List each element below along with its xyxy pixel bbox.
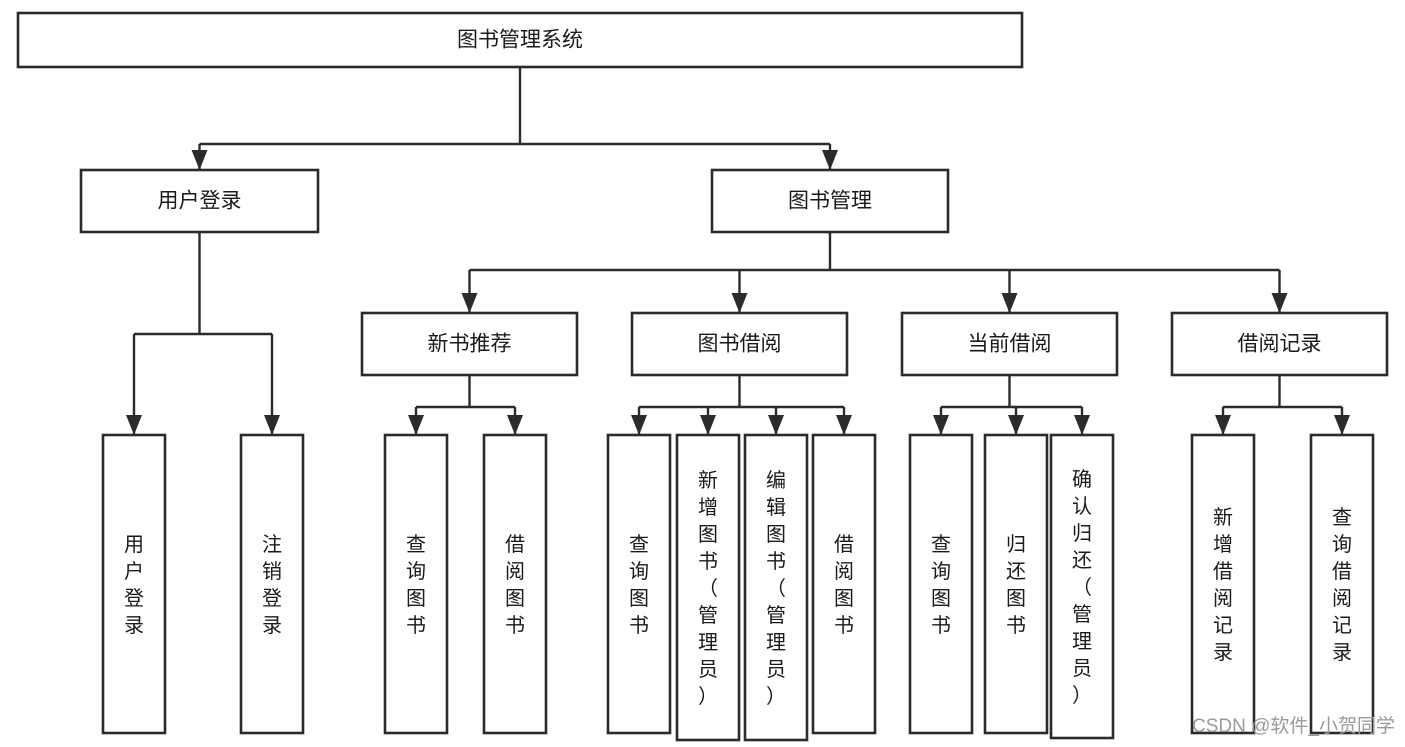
node-current-borrow[interactable]: 当前借阅 (900, 311, 1119, 377)
node-label-root: 图书管理系统 (457, 29, 583, 52)
node-borrow-record[interactable]: 借阅记录 (1170, 311, 1389, 377)
arrow-icon-recommend-0 (408, 415, 424, 435)
node-label-current-borrow: 当前借阅 (968, 333, 1052, 356)
node-box-leaf-borrow-book-recommend (482, 433, 548, 735)
node-box-leaf-user-logout (239, 433, 305, 735)
node-box-user-login (79, 168, 320, 234)
node-leaf-user-logout[interactable]: 注销登录 (239, 433, 305, 735)
node-leaf-query-book-borrow[interactable]: 查询图书 (606, 433, 672, 735)
node-box-leaf-query-book-recommend (383, 433, 449, 735)
node-label-book-management: 图书管理 (788, 190, 872, 213)
node-box-leaf-query-book-current (908, 433, 974, 735)
node-label-new-book-recommend: 新书推荐 (428, 333, 512, 356)
node-box-leaf-query-borrow-record (1309, 433, 1375, 735)
arrow-icon-bookmgmt-0 (461, 293, 478, 313)
node-label-leaf-user-login: 用户登录 (124, 534, 144, 637)
node-box-book-management (710, 168, 950, 234)
node-label-borrow-record: 借阅记录 (1238, 333, 1322, 356)
arrow-icon-record-0 (1215, 415, 1231, 435)
arrow-icon-current-2 (1074, 415, 1090, 435)
arrow-icon-bookmgmt-3 (1271, 293, 1288, 313)
node-box-leaf-query-book-borrow (606, 433, 672, 735)
node-box-leaf-confirm-return-admin (1049, 433, 1115, 740)
node-label-leaf-confirm-return-admin: 确认归还（管理员） (1072, 468, 1092, 707)
node-box-root (16, 11, 1024, 69)
node-label-leaf-edit-book-admin: 编辑图书（管理员） (766, 469, 786, 708)
node-box-leaf-add-book-admin (675, 433, 741, 742)
node-root[interactable]: 图书管理系统 (16, 11, 1024, 69)
node-box-leaf-borrow-book (811, 433, 877, 735)
node-leaf-confirm-return-admin[interactable]: 确认归还（管理员） (1049, 433, 1115, 740)
node-leaf-query-book-recommend[interactable]: 查询图书 (383, 433, 449, 735)
node-leaf-query-borrow-record[interactable]: 查询借阅记录 (1309, 433, 1375, 735)
node-leaf-borrow-book-recommend[interactable]: 借阅图书 (482, 433, 548, 735)
node-leaf-edit-book-admin[interactable]: 编辑图书（管理员） (743, 433, 809, 742)
node-label-book-borrow: 图书借阅 (698, 333, 782, 356)
arrow-icon-borrow-1 (700, 415, 716, 435)
arrow-icon-recommend-1 (507, 415, 523, 435)
arrow-icon-userlogin-0 (126, 415, 142, 435)
node-user-login[interactable]: 用户登录 (79, 168, 320, 234)
node-book-management[interactable]: 图书管理 (710, 168, 950, 234)
node-label-leaf-add-book-admin: 新增图书（管理员） (698, 469, 718, 708)
node-leaf-user-login[interactable]: 用户登录 (101, 433, 167, 735)
arrow-icon-current-0 (933, 415, 949, 435)
node-box-book-borrow (630, 311, 849, 377)
node-new-book-recommend[interactable]: 新书推荐 (360, 311, 579, 377)
node-box-current-borrow (900, 311, 1119, 377)
node-leaf-query-book-current[interactable]: 查询图书 (908, 433, 974, 735)
node-label-leaf-user-logout: 注销登录 (262, 533, 282, 637)
node-label-leaf-query-book-borrow: 查询图书 (629, 533, 649, 637)
node-leaf-add-book-admin[interactable]: 新增图书（管理员） (675, 433, 741, 742)
connector-layer (126, 67, 1350, 435)
arrow-icon-bookmgmt-2 (1001, 293, 1018, 313)
arrow-icon-bookmgmt-1 (731, 293, 748, 313)
node-label-leaf-borrow-book-recommend: 借阅图书 (505, 533, 525, 637)
node-label-leaf-query-book-recommend: 查询图书 (406, 533, 426, 637)
arrow-icon-borrow-3 (836, 415, 852, 435)
node-layer: 图书管理系统用户登录图书管理新书推荐图书借阅当前借阅借阅记录用户登录注销登录查询… (16, 11, 1389, 742)
node-leaf-return-book[interactable]: 归还图书 (983, 433, 1049, 735)
arrow-icon-record-1 (1334, 415, 1350, 435)
node-label-leaf-borrow-book: 借阅图书 (834, 533, 854, 637)
node-label-leaf-add-borrow-record: 新增借阅记录 (1213, 506, 1233, 664)
node-box-leaf-return-book (983, 433, 1049, 735)
node-leaf-borrow-book[interactable]: 借阅图书 (811, 433, 877, 735)
node-label-leaf-return-book: 归还图书 (1006, 533, 1026, 637)
node-box-new-book-recommend (360, 311, 579, 377)
node-box-borrow-record (1170, 311, 1389, 377)
arrow-icon-current-1 (1008, 415, 1024, 435)
node-leaf-add-borrow-record[interactable]: 新增借阅记录 (1190, 433, 1256, 735)
csdn-watermark: CSDN @软件_小贺同学 (1192, 715, 1395, 737)
node-box-leaf-user-login (101, 433, 167, 735)
node-label-leaf-query-borrow-record: 查询借阅记录 (1332, 506, 1352, 664)
node-label-leaf-query-book-current: 查询图书 (931, 533, 951, 637)
arrow-icon-root-1 (822, 150, 838, 170)
arrow-icon-borrow-0 (631, 415, 647, 435)
node-label-user-login: 用户登录 (158, 190, 242, 213)
node-box-leaf-edit-book-admin (743, 433, 809, 742)
node-book-borrow[interactable]: 图书借阅 (630, 311, 849, 377)
arrow-icon-borrow-2 (768, 415, 784, 435)
watermark-layer: CSDN @软件_小贺同学 (1192, 715, 1395, 737)
arrow-icon-userlogin-1 (264, 415, 280, 435)
arrow-icon-root-0 (191, 150, 208, 170)
node-box-leaf-add-borrow-record (1190, 433, 1256, 735)
